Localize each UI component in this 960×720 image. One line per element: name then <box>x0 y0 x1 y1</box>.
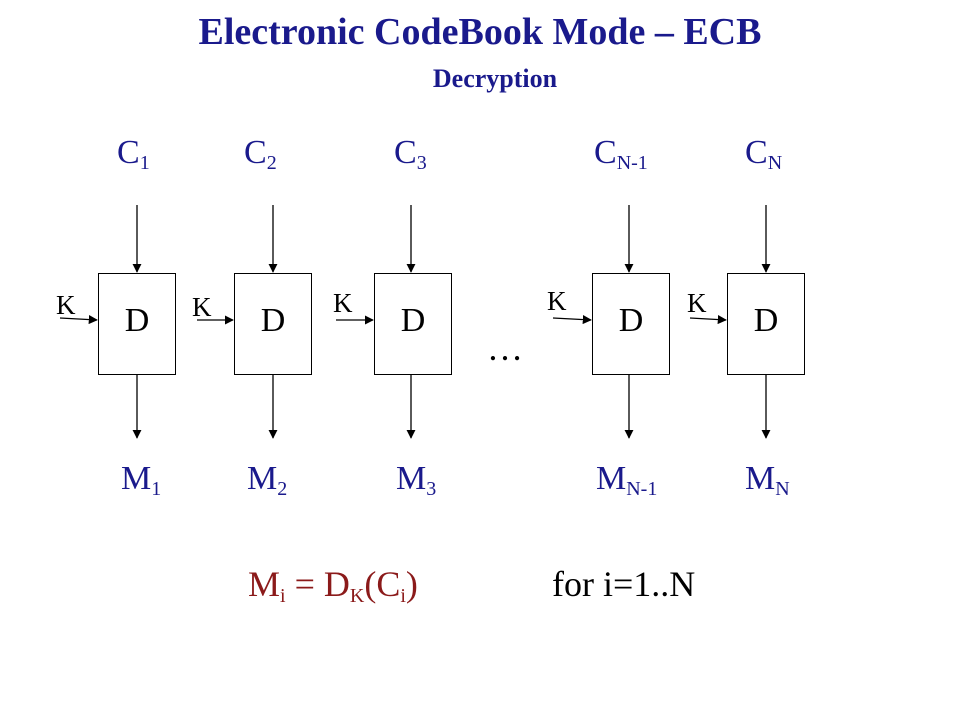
plaintext-label-3: M3 <box>396 460 437 500</box>
key-arrow-n-1 <box>552 315 592 325</box>
decrypt-block-2: D <box>234 273 312 375</box>
decrypt-block-n-1: D <box>592 273 670 375</box>
decrypt-block-1: D <box>98 273 176 375</box>
key-label-1: K <box>56 290 76 320</box>
plaintext-label-2: M2 <box>247 460 288 500</box>
plaintext-label-1: M1 <box>121 460 162 500</box>
key-label-n-1: K <box>547 286 567 316</box>
key-label-n: K <box>687 288 707 318</box>
key-label-3: K <box>333 288 353 318</box>
formula-range: for i=1..N <box>552 564 696 604</box>
ciphertext-label-3: C3 <box>394 134 427 174</box>
decrypt-block-label: D <box>400 302 426 339</box>
decrypt-block-label: D <box>753 302 779 339</box>
decrypt-block-label: D <box>618 302 644 339</box>
slide-subtitle: Decryption <box>432 64 558 93</box>
plaintext-label-n: MN <box>745 460 790 500</box>
decrypt-block-3: D <box>374 273 452 375</box>
ellipsis: … <box>487 328 525 368</box>
slide-title: Electronic CodeBook Mode – ECB <box>198 11 762 53</box>
key-arrow-1 <box>59 315 98 325</box>
decryption-formula: Mi = DK(Ci) <box>248 564 418 607</box>
decrypt-block-label: D <box>260 302 286 339</box>
ciphertext-label-1: C1 <box>117 134 150 174</box>
key-label-2: K <box>192 292 212 322</box>
key-arrow-n <box>689 315 727 325</box>
ciphertext-label-2: C2 <box>244 134 277 174</box>
ciphertext-label-n: CN <box>745 134 783 174</box>
ciphertext-label-n-1: CN-1 <box>594 134 648 174</box>
decrypt-block-n: D <box>727 273 805 375</box>
plaintext-label-n-1: MN-1 <box>596 460 658 500</box>
decrypt-block-label: D <box>124 302 150 339</box>
